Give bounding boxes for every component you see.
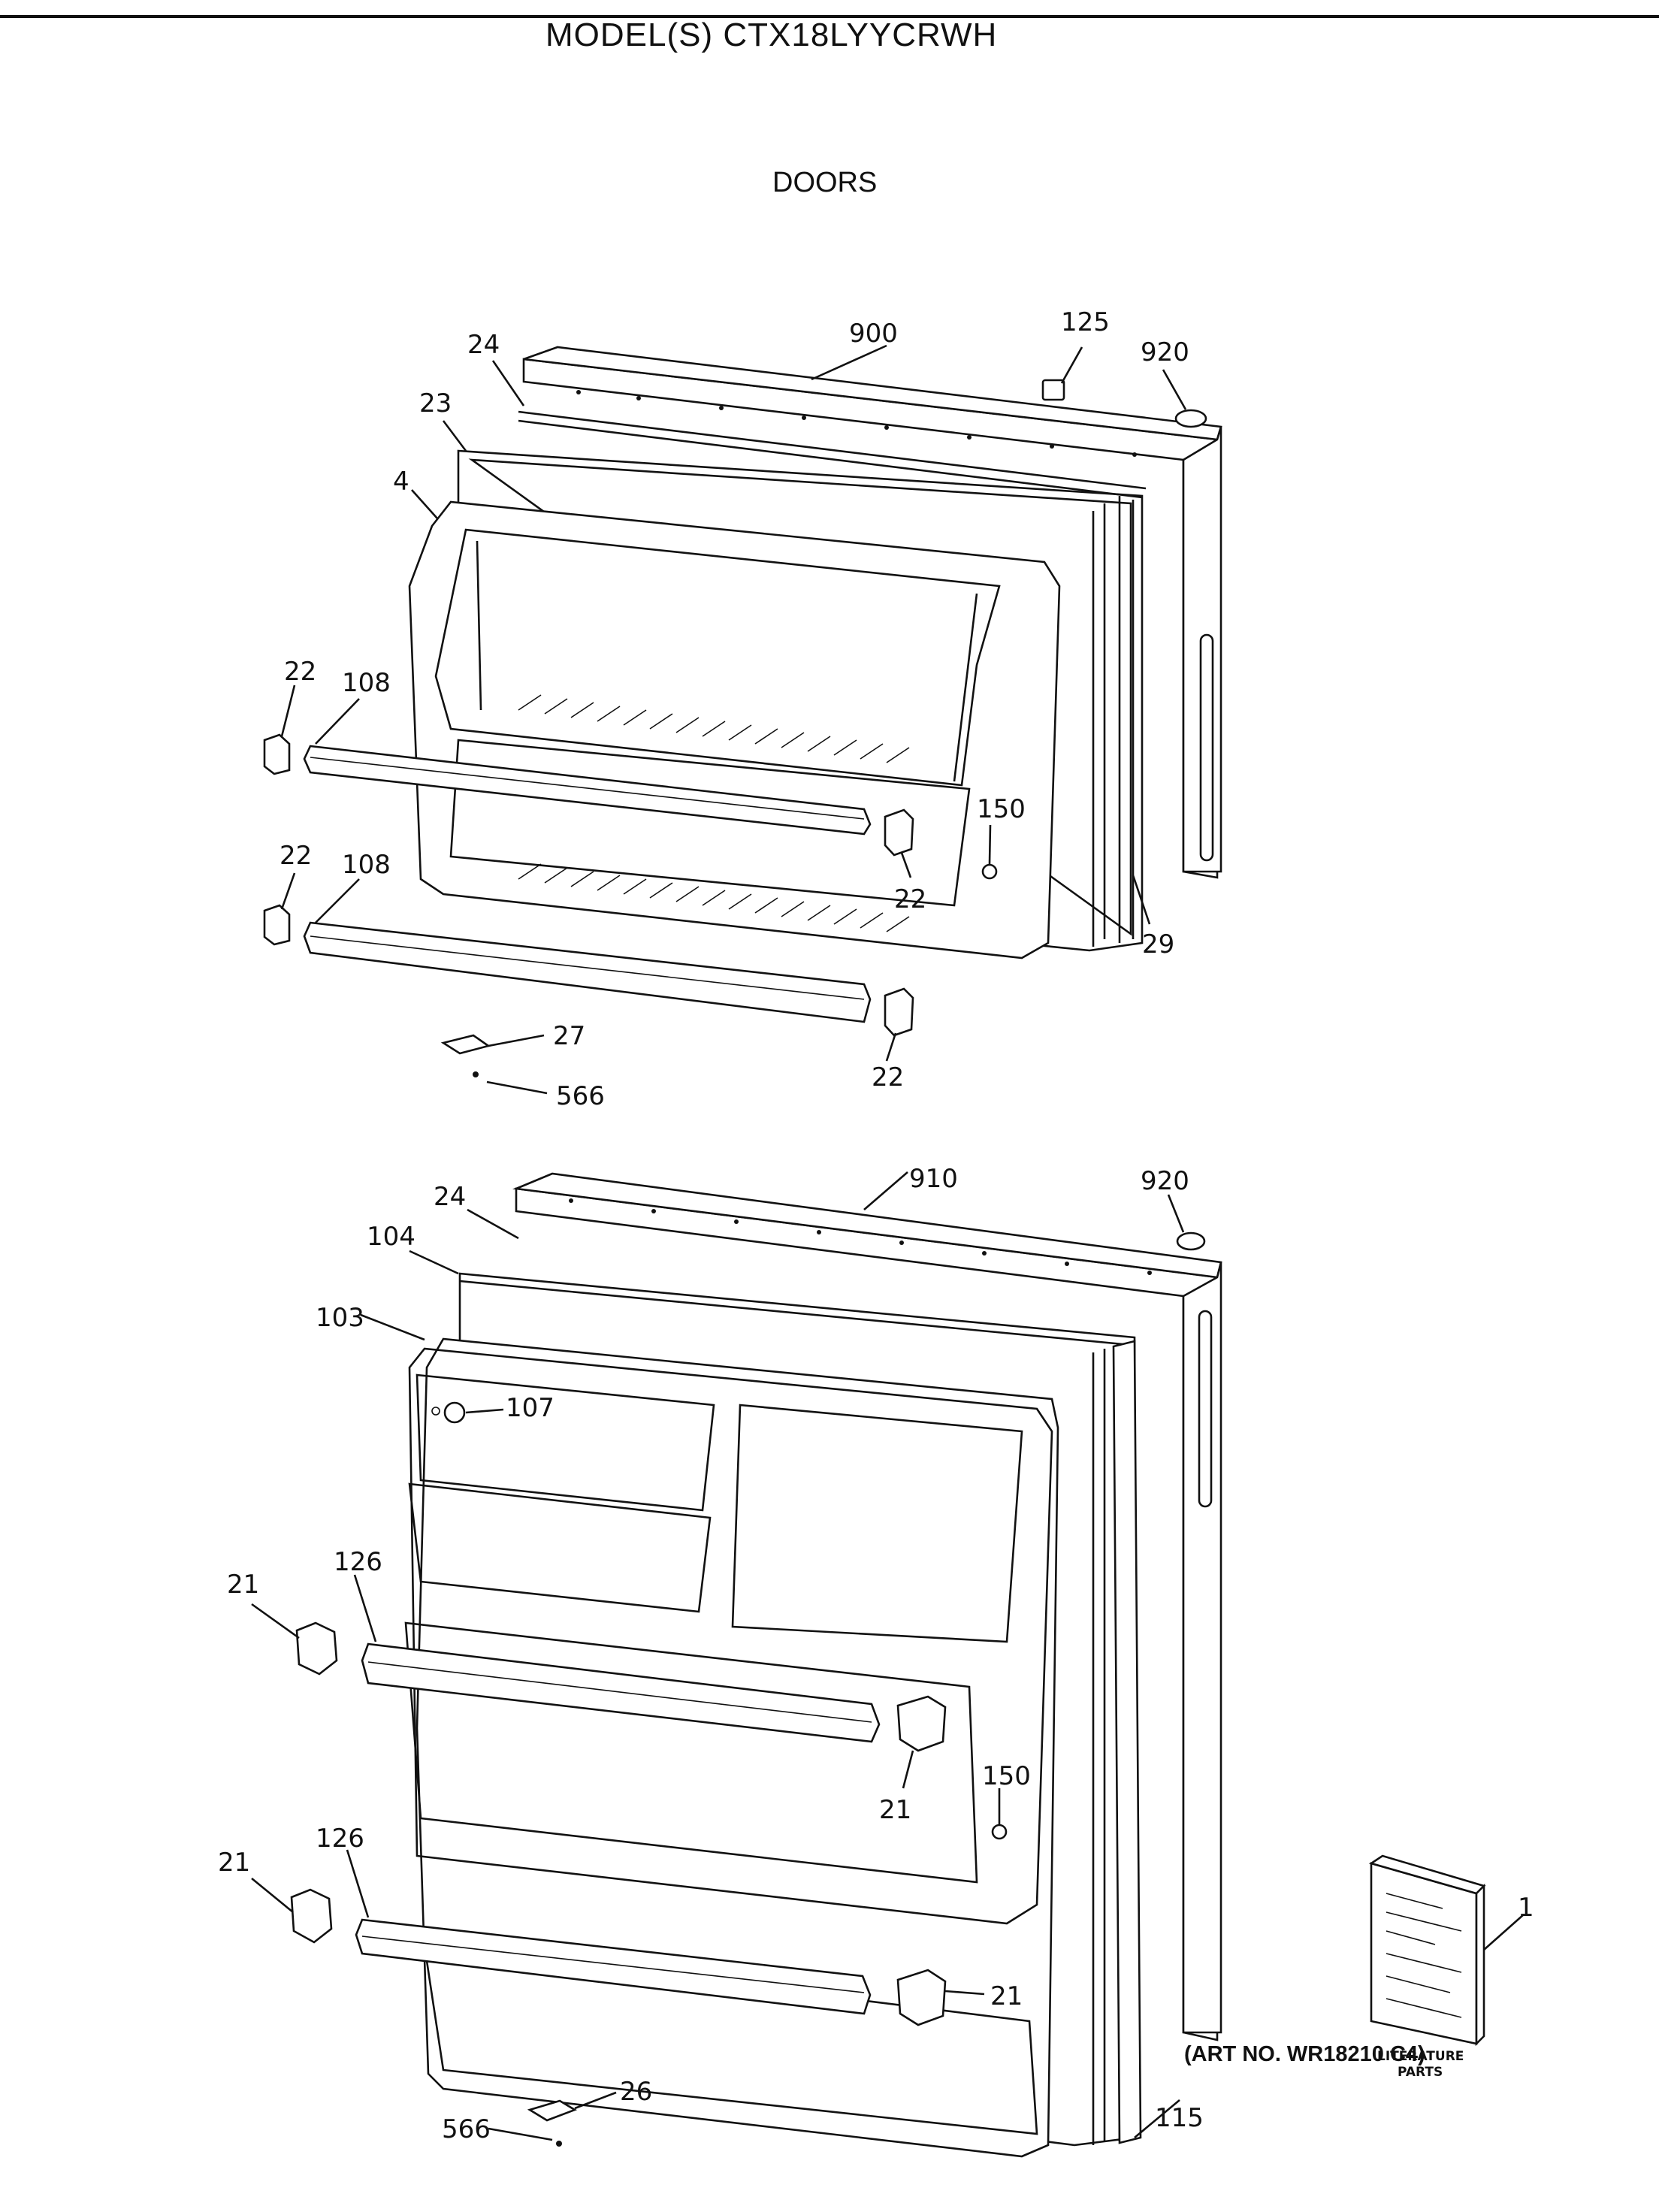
- callout-21-left-lower: 21: [218, 1848, 250, 1878]
- callout-22-left-lower: 22: [280, 841, 312, 871]
- fresh-food-end-cap-right-upper: [896, 1695, 947, 1752]
- fresh-food-hinge-plate: [527, 2099, 577, 2147]
- callout-126-upper: 126: [334, 1547, 382, 1577]
- freezer-leaders: [280, 344, 1187, 1095]
- art-number: (ART NO. WR18210 C4): [1184, 2042, 1425, 2066]
- callout-108-lower: 108: [342, 850, 391, 880]
- callout-910: 910: [909, 1164, 958, 1194]
- callout-104: 104: [367, 1222, 416, 1252]
- freezer-door-stop: [1041, 379, 1065, 401]
- callout-566-fresh-food: 566: [442, 2114, 491, 2144]
- fresh-food-hinge-bushing: [1176, 1231, 1206, 1251]
- callout-107: 107: [506, 1393, 555, 1423]
- literature-parts-booklet: LITERATURE PARTS: [1368, 1854, 1486, 2080]
- callout-26: 26: [620, 2077, 652, 2107]
- fresh-food-door-liner: [404, 1337, 1059, 2158]
- callout-103: 103: [316, 1303, 364, 1333]
- callout-1: 1: [1518, 1893, 1534, 1923]
- callout-126-lower: 126: [316, 1824, 364, 1854]
- freezer-hinge-bushing: [1174, 409, 1207, 428]
- callout-22-right-lower: 22: [872, 1062, 904, 1092]
- freezer-hinge-plate: [440, 1034, 491, 1077]
- fresh-food-bin-bar-upper: [361, 1642, 881, 1743]
- callout-150-fresh-food: 150: [982, 1761, 1031, 1791]
- callout-22-left-upper: 22: [284, 657, 316, 687]
- callout-108-upper: 108: [342, 668, 391, 698]
- freezer-end-cap-left-lower: [263, 904, 291, 946]
- fresh-food-door-assembly: LITERATURE PARTS: [218, 1164, 1534, 2158]
- fresh-food-outer-door: [512, 1172, 1222, 2041]
- freezer-outer-door: [522, 346, 1222, 879]
- callout-115: 115: [1155, 2103, 1204, 2133]
- freezer-plug: [981, 863, 998, 880]
- fresh-food-end-cap-left-lower: [290, 1888, 333, 1944]
- callout-24: 24: [467, 330, 500, 360]
- literature-label-line1: LITERATURE: [1377, 2049, 1464, 2064]
- callout-150-freezer: 150: [977, 794, 1026, 824]
- freezer-end-cap-right-lower: [884, 987, 914, 1037]
- freezer-end-cap-left-upper: [263, 733, 291, 775]
- callout-566-freezer: 566: [556, 1081, 605, 1111]
- model-title: MODEL(S) CTX18LYYCRWH: [545, 17, 998, 53]
- freezer-shelf-bar-lower: [303, 921, 872, 1023]
- fresh-food-bin-bar-lower: [355, 1918, 872, 2015]
- callout-125: 125: [1061, 307, 1110, 337]
- fresh-food-end-cap-left-upper: [295, 1621, 338, 1676]
- fresh-food-leaders: [251, 1171, 1525, 2141]
- callout-27: 27: [553, 1021, 585, 1051]
- freezer-door-liner: [408, 500, 1061, 959]
- freezer-shelf-bar-upper: [303, 745, 872, 836]
- freezer-end-cap-right-upper: [884, 808, 914, 857]
- callout-24-fresh-food: 24: [434, 1182, 466, 1212]
- callout-21-right-upper: 21: [879, 1795, 911, 1825]
- fresh-food-plug: [991, 1824, 1008, 1840]
- section-title: DOORS: [772, 167, 878, 198]
- freezer-door-assembly: 900 125 920 24 23 4 22 108 22 108 150 22…: [263, 307, 1222, 1111]
- callout-21-right-lower: 21: [990, 1981, 1023, 2011]
- callout-21-left-upper: 21: [227, 1570, 259, 1600]
- fresh-food-breaker-strip: [1112, 1340, 1142, 2144]
- callout-22-right-upper: 22: [894, 884, 926, 914]
- fresh-food-end-cap-right-lower: [896, 1969, 947, 2026]
- callout-920: 920: [1141, 337, 1189, 367]
- callout-4: 4: [393, 467, 409, 497]
- callout-23: 23: [419, 388, 452, 419]
- callout-29: 29: [1142, 929, 1174, 959]
- literature-label-line2: PARTS: [1398, 2065, 1443, 2080]
- callout-900: 900: [849, 319, 898, 349]
- header-rule: [0, 15, 1659, 18]
- callout-920-fresh-food: 920: [1141, 1166, 1189, 1196]
